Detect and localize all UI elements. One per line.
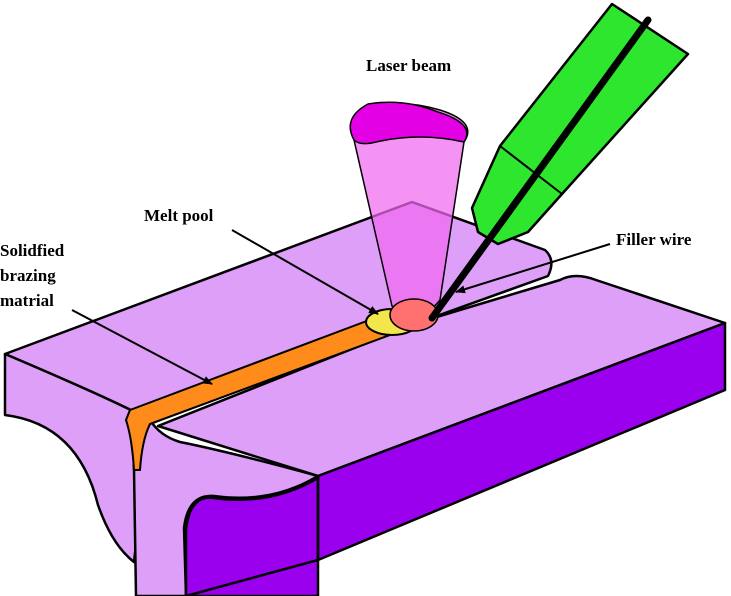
solidified-label-line-1: Solidfied bbox=[0, 241, 65, 260]
filler-wire-label: Filler wire bbox=[616, 230, 692, 249]
upper-sheet-front-face bbox=[185, 476, 320, 596]
solidified-label-line-2: brazing bbox=[0, 266, 56, 285]
wire-nozzle-edge bbox=[499, 145, 563, 195]
melt-pool-label: Melt pool bbox=[144, 206, 214, 225]
solidified-brazing-label: Solidfied brazing matrial bbox=[0, 238, 64, 313]
lower-sheet-front bbox=[3, 352, 152, 564]
filler-wire-arrow bbox=[455, 243, 611, 294]
solidified-arrow bbox=[71, 309, 213, 385]
filler-wire bbox=[428, 16, 652, 322]
solidified-label-line-3: matrial bbox=[0, 291, 54, 310]
melt-pool-arrow bbox=[231, 229, 379, 315]
upper-sheet-top bbox=[156, 274, 727, 478]
upper-sheet-cavity bbox=[184, 476, 320, 596]
wire-nozzle bbox=[470, 2, 690, 246]
laser-beam-label: Laser beam bbox=[366, 56, 452, 75]
brazing-seam bbox=[125, 315, 399, 471]
laser-beam-top bbox=[349, 101, 468, 145]
